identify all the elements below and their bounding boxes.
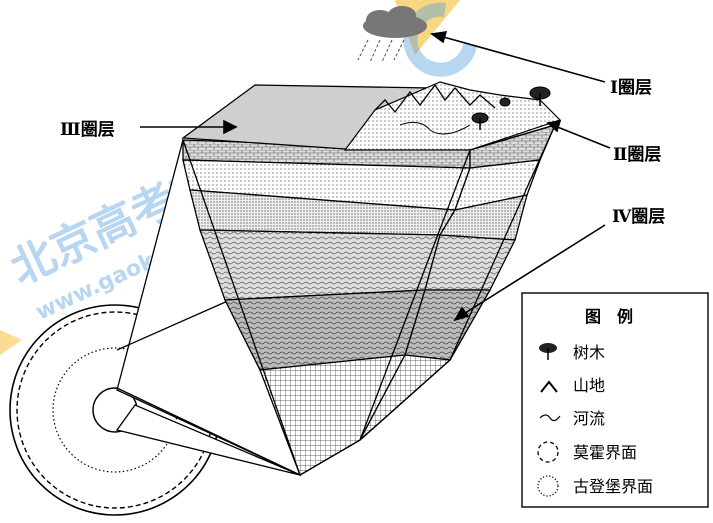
mountain-icon	[540, 380, 558, 393]
tree-icon	[539, 343, 557, 360]
legend-label-gutenberg: 古登堡界面	[573, 477, 653, 496]
moho-boundary-icon	[537, 441, 559, 463]
label-arrows	[140, 31, 611, 322]
legend: 图 例 树木 山地 河流 莫霍界面 古登堡界面	[521, 292, 709, 508]
legend-label-moho: 莫霍界面	[573, 443, 637, 462]
legend-title: 图 例	[585, 307, 633, 326]
legend-label-mountain: 山地	[573, 376, 605, 395]
wedge-frame	[115, 138, 302, 477]
gutenberg-boundary-icon	[537, 475, 559, 497]
label-layer-3: Ⅲ圈层	[60, 120, 115, 140]
label-layer-1: Ⅰ圈层	[610, 78, 652, 98]
label-layer-4: Ⅳ圈层	[612, 207, 665, 227]
river-icon	[539, 414, 561, 422]
rain-cloud-icon	[357, 6, 427, 63]
tree-icon	[471, 86, 551, 130]
crust-block	[182, 123, 557, 476]
legend-label-river: 河流	[573, 409, 605, 428]
label-layer-2: Ⅱ圈层	[613, 145, 661, 165]
legend-label-tree: 树木	[573, 343, 605, 362]
